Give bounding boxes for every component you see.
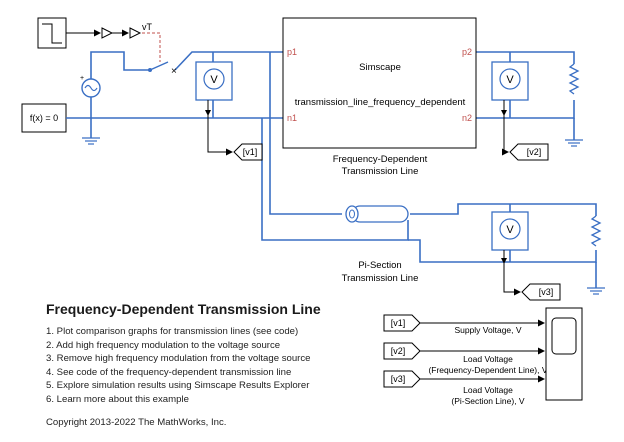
voltmeter-1-symbol: V [210, 74, 218, 86]
port-n2: n2 [462, 113, 472, 123]
voltage-sensor-1[interactable]: V [195, 61, 233, 101]
goto-v2-label: [v2] [527, 147, 542, 157]
scope-label-2a: Load Voltage [463, 354, 513, 364]
voltage-sensor-2[interactable]: V [491, 61, 529, 101]
step-source-block[interactable] [37, 17, 67, 49]
steps-list: 1. Plot comparison graphs for transmissi… [46, 325, 311, 406]
sensor-signal-lines [205, 100, 521, 296]
step-link-4[interactable]: 4. See code of the frequency-dependent t… [46, 366, 292, 378]
goto-v1[interactable]: [v1] [233, 143, 263, 161]
example-title: Frequency-Dependent Transmission Line [46, 301, 321, 317]
pi-caption-2: Transmission Line [342, 273, 419, 284]
step-link-2[interactable]: 2. Add high frequency modulation to the … [46, 339, 281, 351]
ground-2 [565, 139, 583, 147]
step-signal-line [66, 27, 142, 39]
scope-label-2b: (Frequency-Dependent Line), V [428, 365, 547, 375]
scope-label-3a: Load Voltage [463, 385, 513, 395]
copyright: Copyright 2013-2022 The MathWorks, Inc. [46, 417, 227, 428]
scope-signal-lines [420, 319, 545, 383]
voltmeter-2-symbol: V [506, 74, 514, 86]
switch-control-dashed [142, 32, 161, 62]
goto-v2[interactable]: [v2] [509, 143, 549, 161]
from-v1[interactable]: [v1] [383, 314, 421, 332]
frequency-dependent-line-block[interactable]: Simscape transmission_line_frequency_dep… [282, 17, 477, 149]
scope-label-3b: (Pi-Section Line), V [451, 396, 525, 406]
ground-3 [587, 287, 605, 295]
step-link-6[interactable]: 6. Learn more about this example [46, 393, 189, 405]
freq-caption-1: Frequency-Dependent [333, 154, 428, 165]
freq-caption-2: Transmission Line [342, 166, 419, 177]
voltage-sensor-3[interactable]: V [491, 211, 529, 251]
switch-x: × [171, 66, 177, 77]
pi-section-line-block[interactable] [345, 205, 409, 223]
load-resistor-1[interactable] [568, 63, 580, 95]
solver-configuration-block[interactable]: f(x) = 0 [21, 103, 67, 133]
step-link-3[interactable]: 3. Remove high frequency modulation from… [46, 353, 311, 364]
goto-v3[interactable]: [v3] [521, 283, 561, 301]
step-link-1[interactable]: 1. Plot comparison graphs for transmissi… [46, 326, 299, 337]
load-resistor-2[interactable] [590, 215, 602, 247]
goto-v3-label: [v3] [539, 287, 554, 297]
step-link-5[interactable]: 5. Explore simulation results using Sims… [46, 380, 310, 391]
goto-vT-label: vT [142, 22, 153, 32]
goto-v1-label: [v1] [243, 147, 258, 157]
from-v3[interactable]: [v3] [383, 370, 421, 388]
from-v2-label: [v2] [391, 346, 406, 356]
physical-wires [66, 51, 597, 288]
from-v1-label: [v1] [391, 318, 406, 328]
simscape-component: transmission_line_frequency_dependent [295, 97, 466, 108]
scope-label-1: Supply Voltage, V [454, 325, 521, 335]
from-v2[interactable]: [v2] [383, 342, 421, 360]
ac-voltage-source[interactable]: + [80, 75, 101, 98]
pi-caption-1: Pi-Section [358, 260, 401, 271]
solver-label: f(x) = 0 [30, 113, 58, 123]
voltmeter-3-symbol: V [506, 224, 514, 236]
port-p2: p2 [462, 47, 472, 57]
port-p1: p1 [287, 47, 297, 57]
from-v3-label: [v3] [391, 374, 406, 384]
simscape-title: Simscape [359, 62, 401, 73]
port-n1: n1 [287, 113, 297, 123]
scope-block[interactable] [545, 307, 583, 401]
switch-block[interactable]: × [148, 61, 177, 77]
source-plus: + [80, 75, 84, 82]
ground-1 [82, 137, 100, 145]
